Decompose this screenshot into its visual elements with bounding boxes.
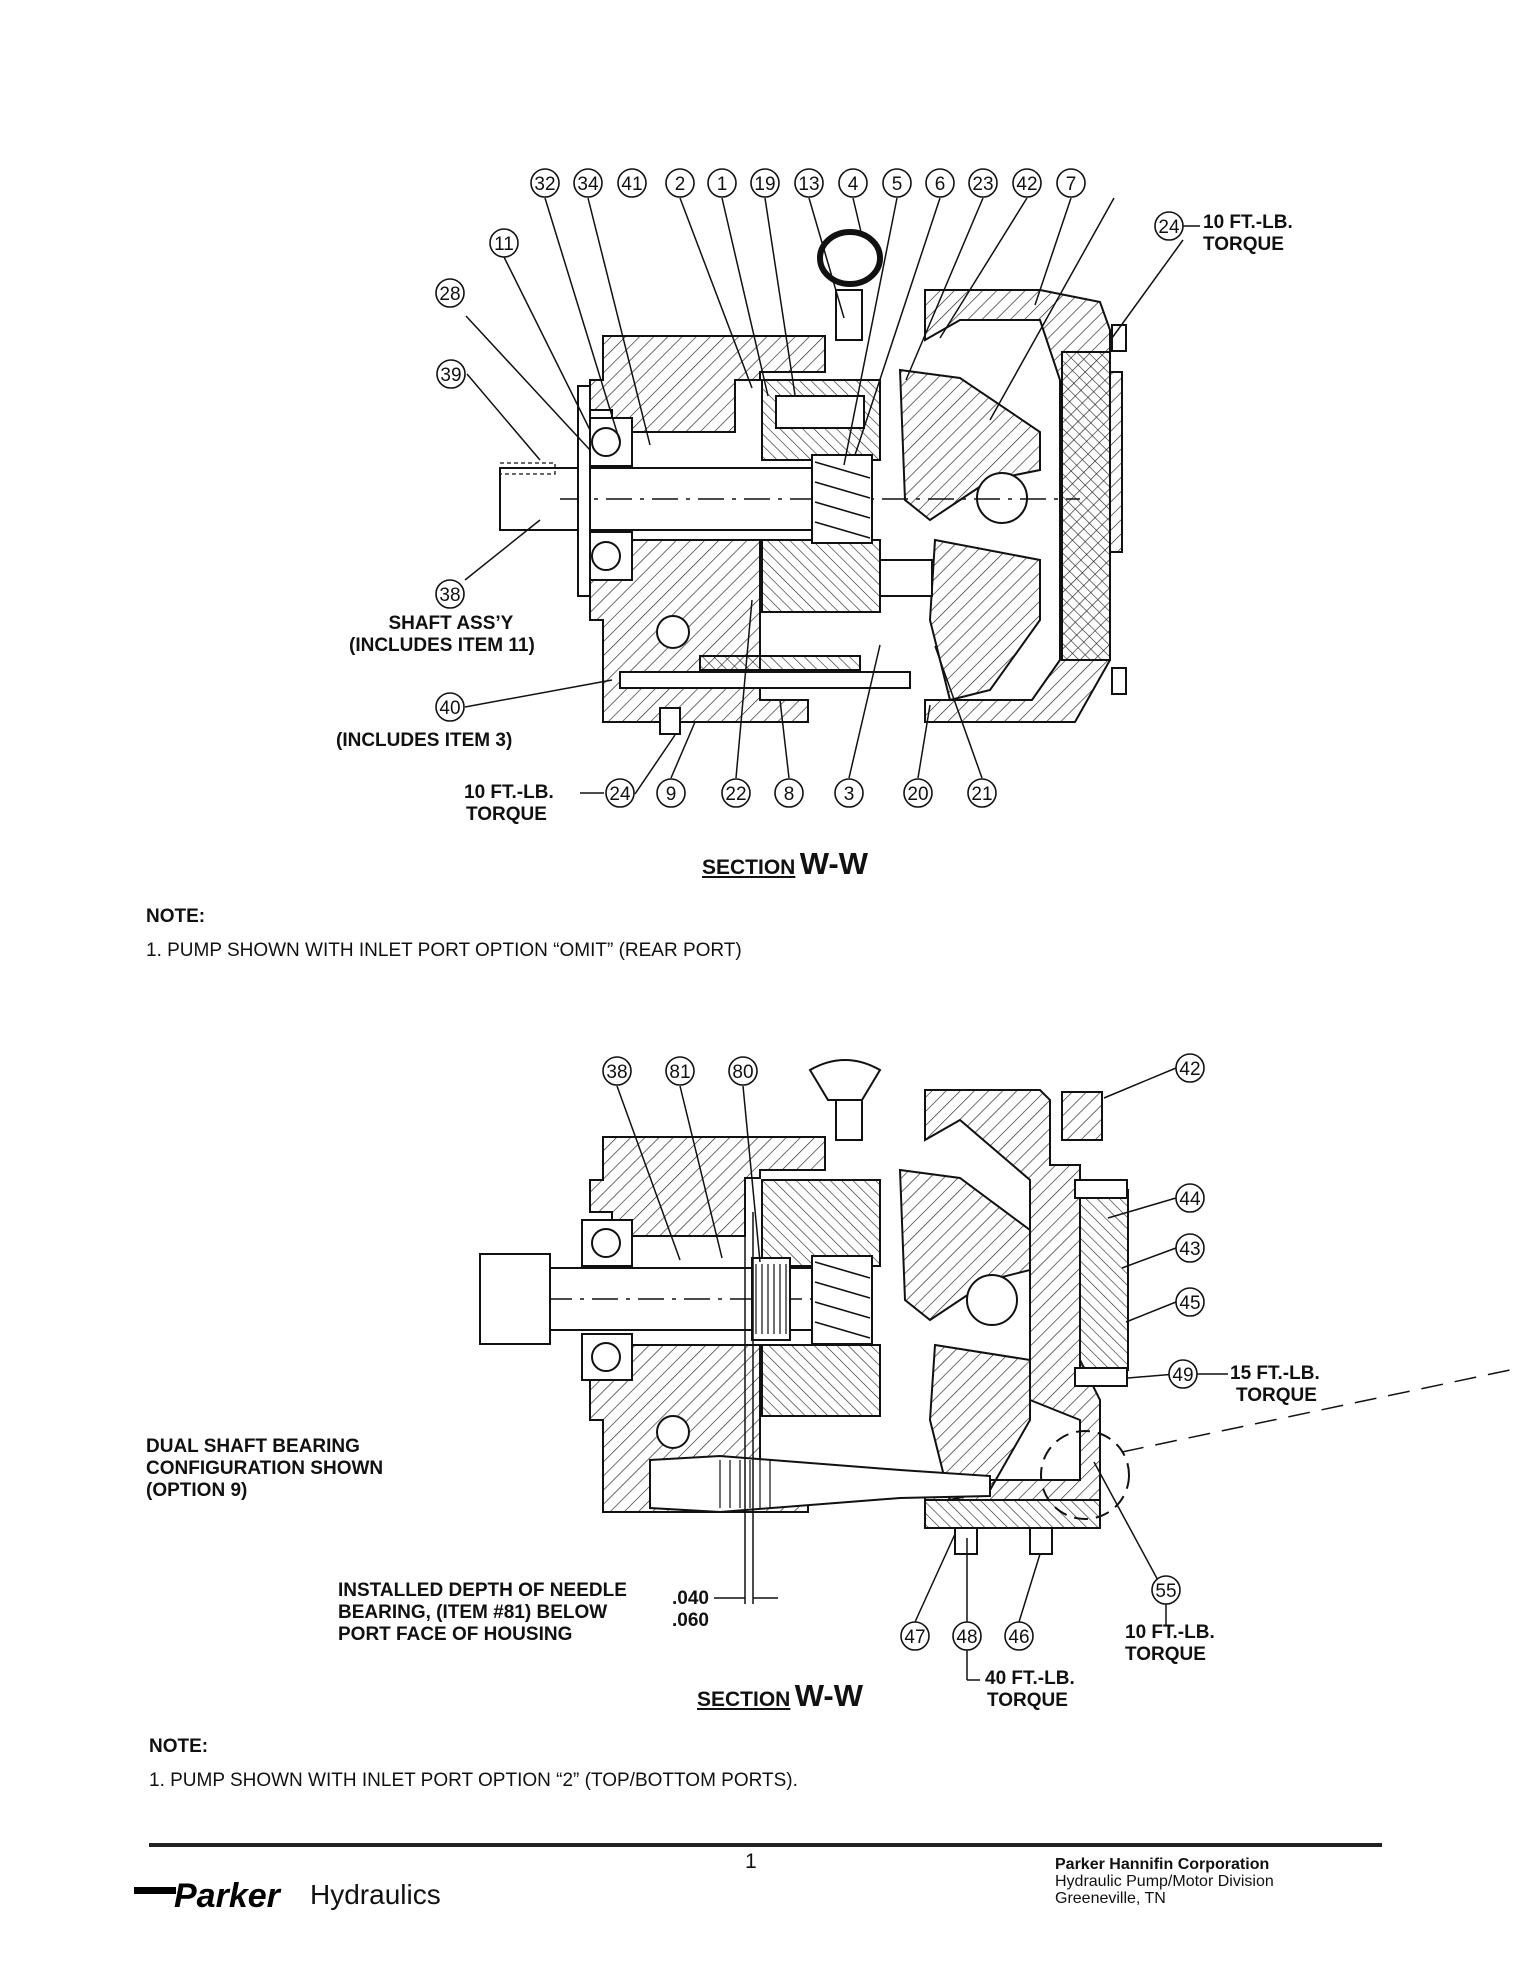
note-text-2: 1. PUMP SHOWN WITH INLET PORT OPTION “2”… [149, 1770, 798, 1791]
section-word: SECTION [702, 856, 796, 879]
balloon-9: 9 [666, 784, 677, 805]
balloon-80: 80 [732, 1062, 753, 1083]
balloon-2: 2 [675, 174, 686, 195]
balloon-23: 23 [972, 174, 993, 195]
torque-value: 10 FT.-LB. [464, 782, 554, 803]
shaft-assy-line1: SHAFT ASS’Y [388, 613, 514, 634]
balloon-1: 1 [717, 174, 728, 195]
balloon-40: 40 [439, 698, 460, 719]
company-name: Parker Hannifin Corporation [1055, 1856, 1270, 1873]
balloon-4: 4 [848, 174, 859, 195]
section-word: SECTION [697, 1688, 791, 1711]
balloon-34: 34 [577, 174, 599, 195]
balloon-labels-1: 32 34 41 2 1 19 13 4 5 6 23 42 7 11 28 3… [439, 174, 1180, 805]
dual-shaft-line1: DUAL SHAFT BEARING [146, 1436, 360, 1457]
balloon-13: 13 [798, 174, 819, 195]
dual-shaft-line3: (OPTION 9) [146, 1480, 248, 1501]
torque-word: TORQUE [987, 1690, 1068, 1711]
balloons-1 [435, 168, 1184, 808]
balloon-21: 21 [971, 784, 992, 805]
leaders-1 [464, 197, 1200, 795]
pump-section-rear-port [499, 229, 1127, 735]
dual-shaft-label: DUAL SHAFT BEARING CONFIGURATION SHOWN (… [146, 1436, 383, 1502]
torque-word: TORQUE [466, 804, 547, 825]
needle-line1: INSTALLED DEPTH OF NEEDLE [338, 1580, 627, 1601]
needle-depth-label: INSTALLED DEPTH OF NEEDLE BEARING, (ITEM… [338, 1580, 627, 1646]
balloon-5: 5 [892, 174, 903, 195]
section-id: W-W [799, 846, 869, 881]
shaft-assy-label: SHAFT ASS’Y (INCLUDES ITEM 11) [349, 613, 535, 657]
balloon-22: 22 [725, 784, 746, 805]
balloon-24-top: 24 [1158, 217, 1180, 238]
balloon-38: 38 [606, 1062, 627, 1083]
note-text-1: 1. PUMP SHOWN WITH INLET PORT OPTION “OM… [146, 940, 742, 961]
section-title-2: SECTION W-W [697, 1678, 863, 1714]
logo-hydraulics: Hydraulics [310, 1879, 441, 1910]
balloon-8: 8 [784, 784, 795, 805]
shaft-assy-line2: (INCLUDES ITEM 11) [349, 635, 535, 656]
torque-label-55: 10 FT.-LB. TORQUE [1125, 1622, 1215, 1666]
includes-item3-label: (INCLUDES ITEM 3) [336, 730, 513, 751]
torque-label-bottom: 10 FT.-LB. TORQUE [464, 782, 554, 826]
balloon-38: 38 [439, 585, 460, 606]
balloon-44: 44 [1179, 1189, 1201, 1210]
company-info: Parker Hannifin Corporation Hydraulic Pu… [1055, 1856, 1274, 1907]
section-title-1: SECTION W-W [702, 846, 868, 882]
balloon-41: 41 [621, 174, 642, 195]
leaders-2 [616, 1067, 1511, 1681]
depth-max: .060 [672, 1610, 709, 1631]
dual-shaft-line2: CONFIGURATION SHOWN [146, 1458, 384, 1479]
torque-word: TORQUE [1203, 234, 1284, 255]
torque-value: 10 FT.-LB. [1203, 212, 1293, 233]
note-heading-1: NOTE: [146, 906, 206, 927]
torque-value: 40 FT.-LB. [985, 1668, 1075, 1689]
needle-line2: BEARING, (ITEM #81) BELOW [338, 1602, 608, 1623]
balloon-11: 11 [494, 234, 514, 255]
balloon-28: 28 [439, 284, 460, 305]
balloon-19: 19 [754, 174, 775, 195]
balloon-49: 49 [1172, 1365, 1193, 1386]
balloon-labels-2: 38 81 80 42 44 43 45 49 55 47 48 46 [606, 1059, 1201, 1648]
balloon-39: 39 [440, 365, 461, 386]
balloon-43: 43 [1179, 1239, 1200, 1260]
logo-wordmark: Parker [174, 1877, 282, 1915]
balloon-47: 47 [904, 1627, 925, 1648]
depth-min: .040 [672, 1588, 709, 1609]
balloon-3: 3 [844, 784, 855, 805]
company-division: Hydraulic Pump/Motor Division [1055, 1873, 1274, 1890]
parker-logo-mark: Parker [134, 1877, 282, 1915]
balloon-81: 81 [669, 1062, 690, 1083]
balloon-45: 45 [1179, 1293, 1200, 1314]
balloon-46: 46 [1008, 1627, 1029, 1648]
balloon-6: 6 [935, 174, 946, 195]
balloon-20: 20 [907, 784, 928, 805]
note-heading-2: NOTE: [149, 1736, 209, 1757]
balloon-32: 32 [534, 174, 555, 195]
torque-value: 10 FT.-LB. [1125, 1622, 1215, 1643]
page-number: 1 [745, 1850, 757, 1873]
section-id: W-W [794, 1678, 864, 1713]
torque-word: TORQUE [1125, 1644, 1206, 1665]
balloon-55: 55 [1155, 1581, 1176, 1602]
balloon-48: 48 [956, 1627, 977, 1648]
depth-dimension: .040 .060 [672, 1588, 709, 1632]
torque-label-49: 15 FT.-LB. TORQUE [1230, 1363, 1320, 1407]
pump-section-top-bottom-ports [479, 1059, 1130, 1555]
balloon-42: 42 [1016, 174, 1037, 195]
balloon-7: 7 [1066, 174, 1077, 195]
balloon-24-bottom: 24 [609, 784, 631, 805]
torque-label-48: 40 FT.-LB. TORQUE [985, 1668, 1075, 1712]
torque-value: 15 FT.-LB. [1230, 1363, 1320, 1384]
balloons-2 [602, 1053, 1205, 1651]
balloon-42: 42 [1179, 1059, 1200, 1080]
footer-divider [149, 1843, 1382, 1847]
company-location: Greeneville, TN [1055, 1890, 1166, 1907]
torque-word: TORQUE [1236, 1385, 1317, 1406]
needle-line3: PORT FACE OF HOUSING [338, 1624, 573, 1645]
torque-label-top: 10 FT.-LB. TORQUE [1203, 212, 1293, 256]
